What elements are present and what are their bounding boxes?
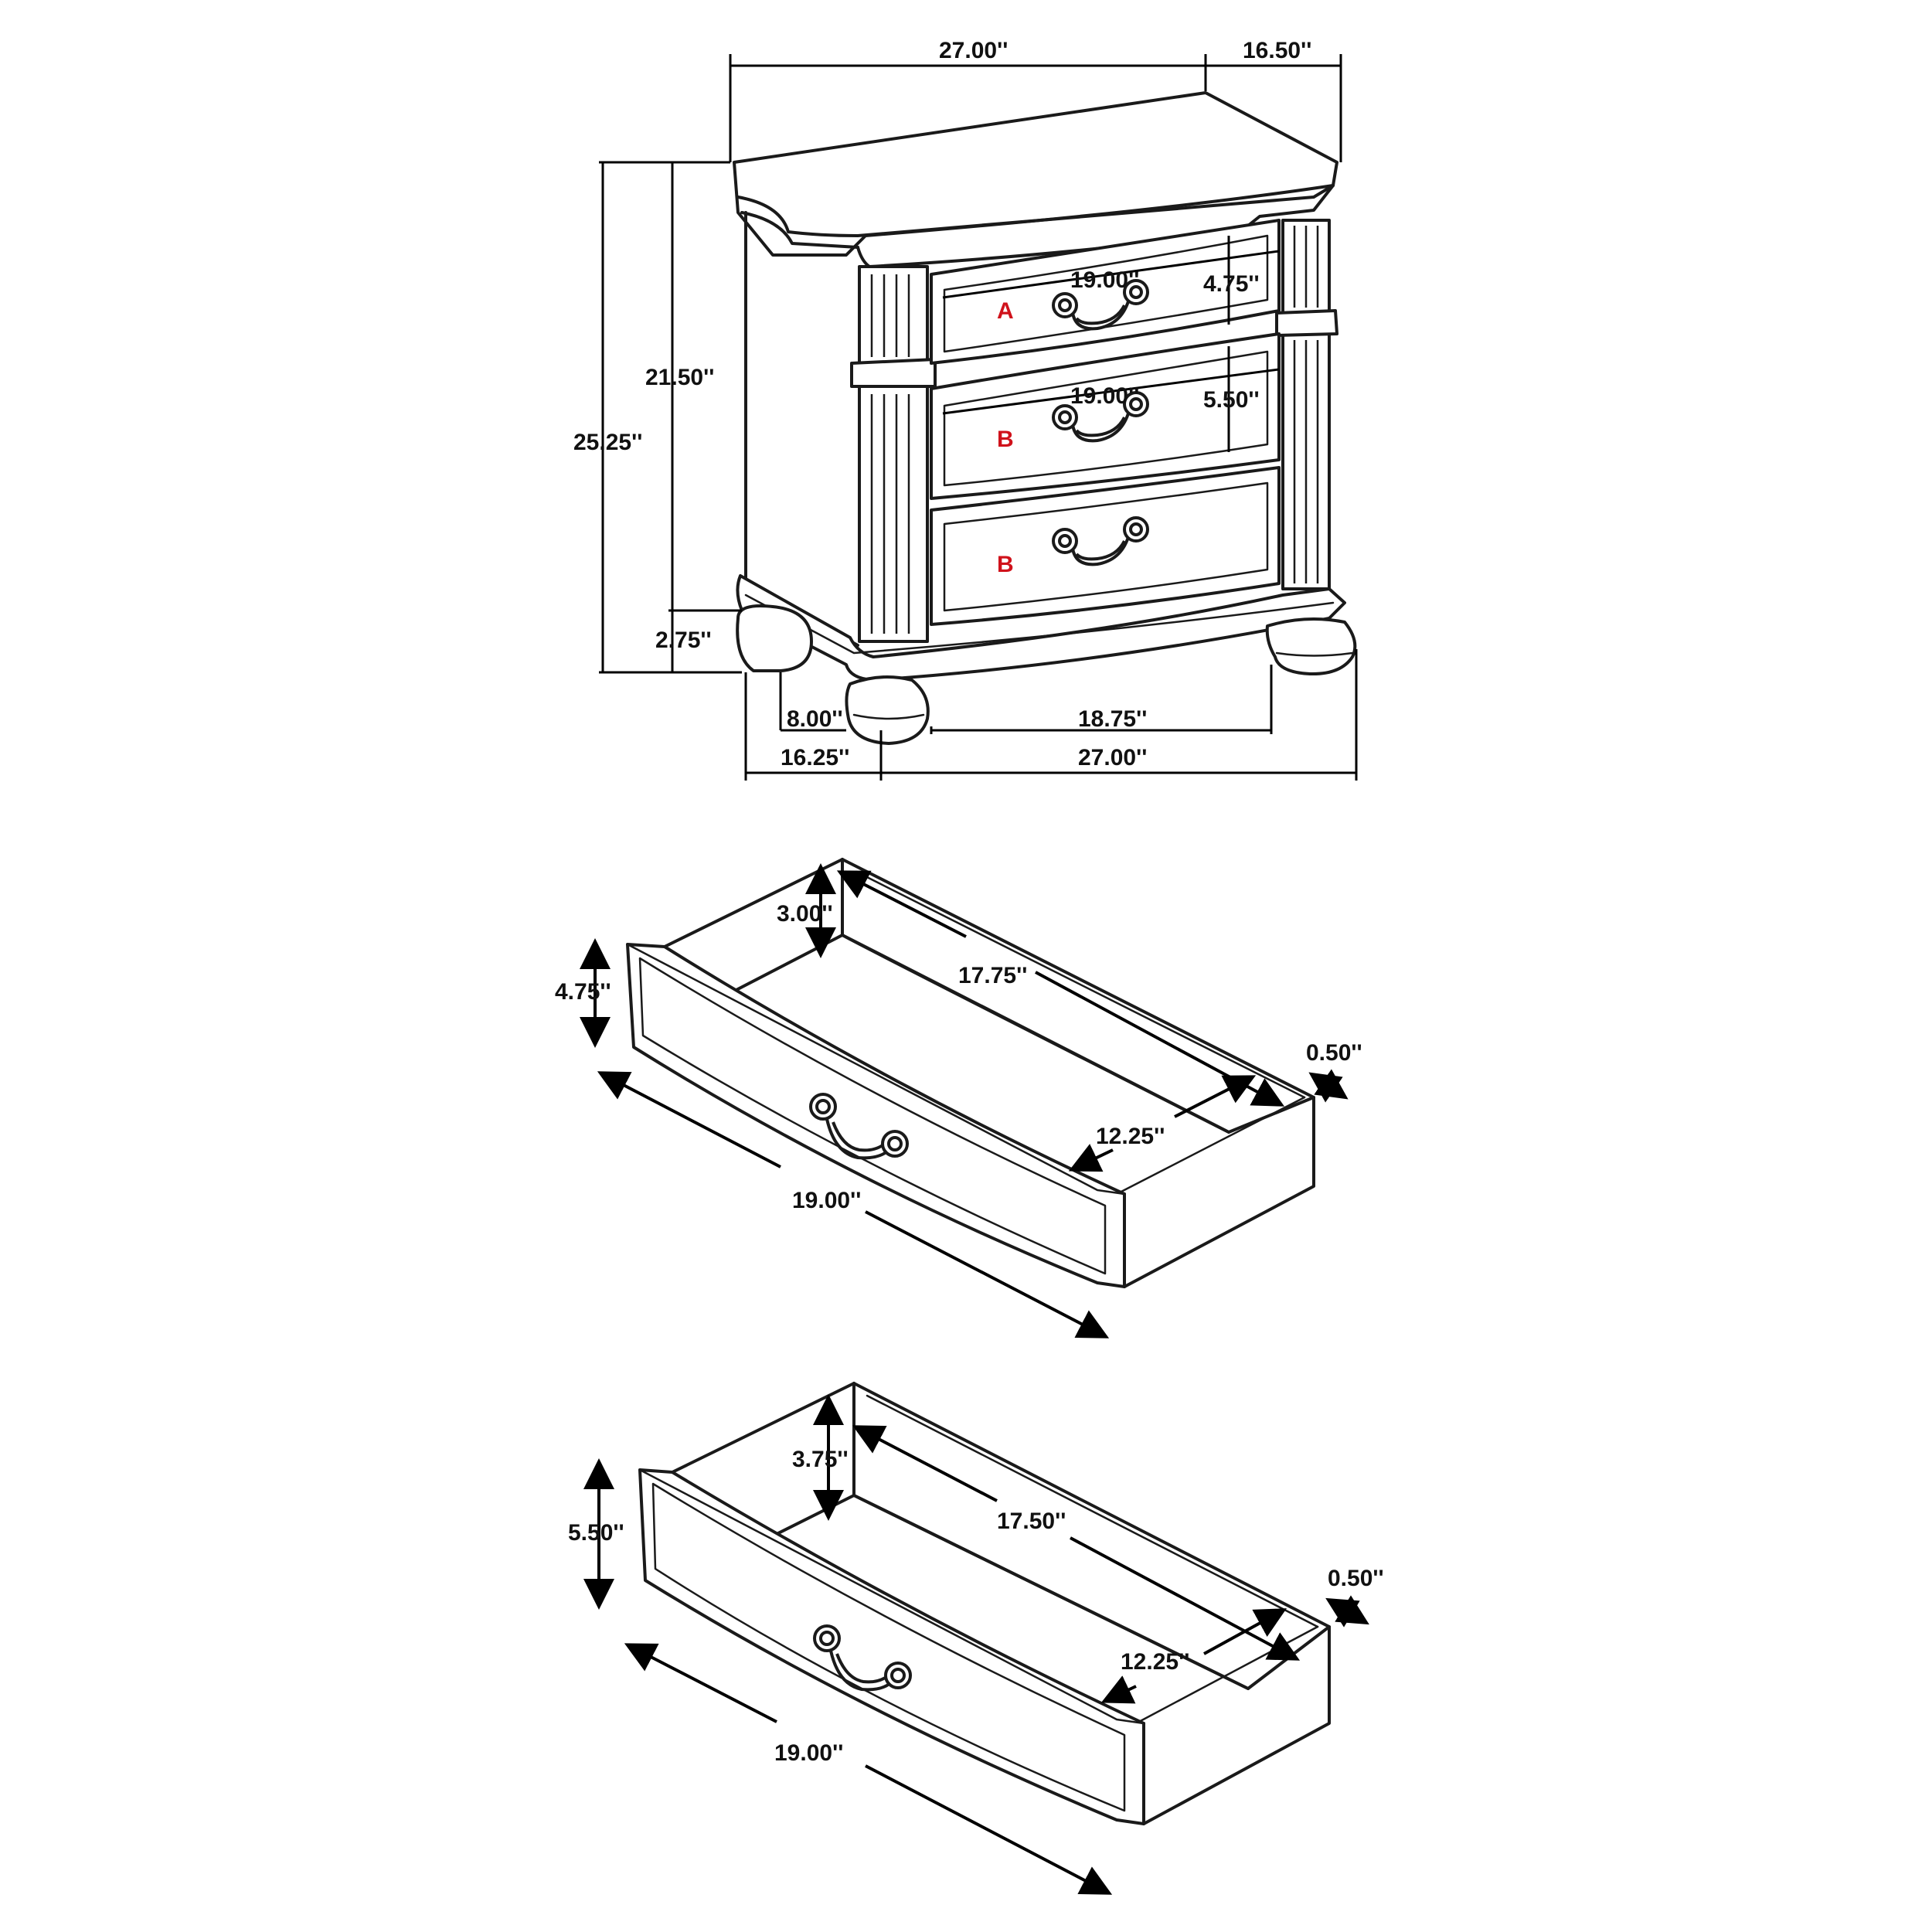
left-column-flutes — [870, 274, 910, 634]
dim-foot-height: 2.75'' — [655, 628, 712, 653]
dim-drawer-b-height: 5.50'' — [1203, 387, 1260, 413]
drawer-b-front — [638, 1468, 1145, 1825]
arrow-a-width-1 — [1068, 1144, 1114, 1172]
right-column-flutes — [1293, 226, 1319, 583]
nightstand-labels: 27.00'' 16.50'' 21.50'' 25.25'' 2.75'' 8… — [573, 38, 1311, 770]
arrow-a-width-2 — [1174, 1075, 1257, 1118]
arrow-a-front-width-1 — [597, 1071, 781, 1168]
handle-drawer-b-open — [813, 1624, 912, 1692]
dim-case-height: 21.50'' — [645, 365, 714, 390]
dim-drawer-a-width: 19.00'' — [1070, 267, 1139, 293]
top-edge — [736, 184, 1335, 237]
drawer-b-inner-height: 3.75'' — [792, 1447, 849, 1472]
right-column-ring — [1275, 309, 1338, 337]
dim-top-width: 27.00'' — [939, 38, 1008, 63]
drawer-a-panel-thickness: 0.50'' — [1306, 1040, 1362, 1066]
drawer-b-front-inner — [651, 1482, 1126, 1812]
drawer-a-front-rim — [626, 943, 1126, 1196]
drawer-a-front-inner — [638, 957, 1107, 1275]
arrow-b-thickness — [1325, 1595, 1369, 1628]
handle-drawer-a — [1052, 279, 1149, 331]
drawer-b-labels: 5.50'' 3.75'' 17.50'' 12.25'' 0.50'' 19.… — [568, 1447, 1384, 1766]
drawer-a-labels: 4.75'' 3.00'' 17.75'' 12.25'' 0.50'' 19.… — [555, 901, 1362, 1213]
dim-between-feet: 18.75'' — [1078, 706, 1147, 732]
drawer-b-inner-depth: 17.50'' — [997, 1509, 1066, 1534]
dim-base-depth: 16.25'' — [781, 745, 849, 770]
drawer-a-front-width: 19.00'' — [792, 1188, 861, 1213]
drawer-b-panel-thickness: 0.50'' — [1328, 1566, 1384, 1591]
drawer-a-inner-side — [1115, 1096, 1306, 1196]
foot-left-front-ring — [852, 713, 925, 720]
arrow-b-front-width-1 — [624, 1643, 777, 1723]
drawer-front-a — [930, 219, 1281, 365]
arrow-b-front-width-2 — [865, 1764, 1113, 1895]
drawer-label-a: A — [997, 298, 1014, 324]
left-column-upper — [858, 265, 929, 365]
arrow-a-thickness — [1308, 1069, 1349, 1103]
foot-left-back — [736, 604, 813, 672]
drawer-a-inner-height: 3.00'' — [777, 901, 833, 927]
drawer-b-front-height: 5.50'' — [568, 1520, 624, 1546]
handle-drawer-b1 — [1052, 391, 1149, 443]
nightstand-dimensions — [599, 54, 1358, 781]
foot-left-front — [845, 675, 930, 745]
left-column-lower — [858, 385, 929, 643]
drawer-a-inner-depth: 17.75'' — [958, 963, 1027, 988]
drawer-a-drawing — [626, 858, 1315, 1288]
arrow-a-depth-1 — [836, 870, 967, 938]
drawer-a-front — [626, 943, 1126, 1288]
dim-drawer-b-width: 19.00'' — [1070, 383, 1139, 409]
drawer-b-inner-width: 12.25'' — [1121, 1649, 1189, 1675]
case-side — [744, 211, 859, 647]
base-line — [744, 594, 1335, 655]
drawer-b-front-rim — [638, 1468, 1145, 1725]
foot-right — [1265, 617, 1357, 676]
dim-top-depth: 16.50'' — [1243, 38, 1311, 63]
arrow-b-width-1 — [1100, 1675, 1137, 1704]
drawer-b-inner-top — [866, 1394, 1319, 1628]
dim-overall-height: 25.25'' — [573, 430, 642, 455]
arrow-b-depth-1 — [852, 1425, 998, 1502]
drawer-label-b2: B — [997, 552, 1014, 577]
top-edge-2 — [740, 211, 859, 249]
arrow-a-front-width-2 — [865, 1210, 1110, 1338]
drawer-label-b1: B — [997, 427, 1014, 452]
dim-foot-depth: 8.00'' — [787, 706, 843, 732]
drawer-front-b1 — [930, 332, 1281, 500]
drawer-a-inner-top — [855, 870, 1306, 1099]
dim-drawer-a-height: 4.75'' — [1203, 271, 1260, 297]
drawer-b-front-width: 19.00'' — [774, 1740, 843, 1766]
drawer-b-drawing — [638, 1382, 1331, 1825]
dim-base-width: 27.00'' — [1078, 745, 1147, 770]
handle-drawer-a-open — [809, 1093, 909, 1160]
drawer-a-dimensions — [580, 863, 1349, 1338]
nightstand-drawing — [733, 91, 1357, 745]
left-column-ring — [850, 358, 937, 388]
arrow-b-width-2 — [1203, 1608, 1287, 1655]
arrow-a-depth-2 — [1035, 971, 1285, 1107]
drawer-b-dimensions — [583, 1394, 1369, 1895]
drawer-front-b2 — [930, 466, 1281, 626]
arrow-b-depth-2 — [1070, 1536, 1301, 1661]
drawer-a-front-height: 4.75'' — [555, 979, 611, 1005]
handle-drawer-b2 — [1052, 516, 1149, 566]
drawer-a-inner-width: 12.25'' — [1096, 1124, 1165, 1149]
foot-right-ring — [1275, 651, 1354, 657]
